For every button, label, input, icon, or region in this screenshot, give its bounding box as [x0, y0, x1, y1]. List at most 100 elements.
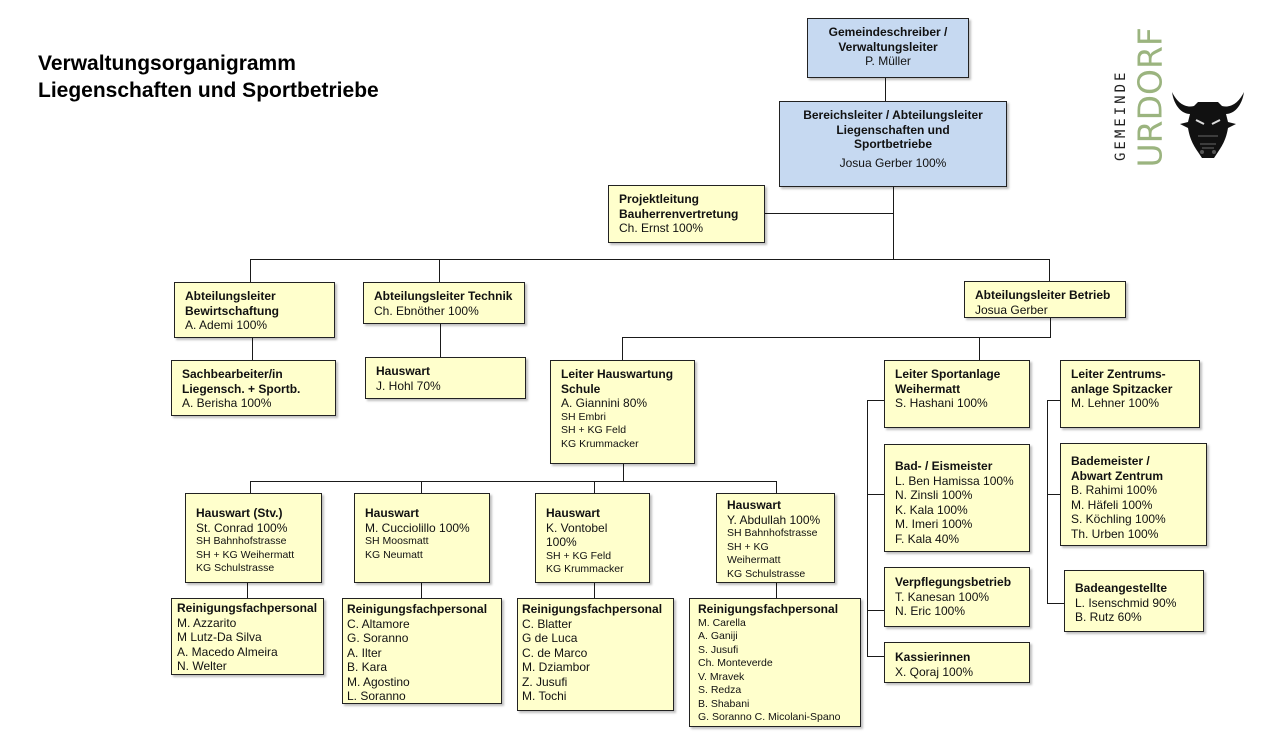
- node-member: N. Zinsli 100%: [895, 488, 973, 502]
- connector: [979, 337, 980, 360]
- node-site: KG Schulstrasse: [196, 562, 275, 574]
- connector: [247, 583, 248, 598]
- logo-word-urdorf: URDORF: [1130, 27, 1170, 168]
- node-reinigung-1[interactable]: Reinigungsfachpersonal M. Azzarito M Lut…: [171, 598, 324, 675]
- node-bad-eismeister[interactable]: Bad- / Eismeister L. Ben Hamissa 100% N.…: [884, 444, 1030, 552]
- node-leiter-hauswartung[interactable]: Leiter Hauswartung Schule A. Giannini 80…: [550, 360, 695, 464]
- connector: [764, 213, 893, 214]
- connector: [622, 337, 1050, 338]
- node-member: Th. Urben 100%: [1071, 526, 1159, 541]
- node-member: M. Azzarito: [177, 615, 237, 630]
- node-title: Hauswart: [376, 364, 431, 378]
- node-title: Leiter Hauswartung: [561, 367, 674, 381]
- node-reinigung-2[interactable]: Reinigungsfachpersonal C. Altamore G. So…: [342, 598, 502, 704]
- connector: [252, 337, 253, 361]
- node-badeangestellte[interactable]: Badeangestellte L. Isenschmid 90% B. Rut…: [1064, 570, 1204, 632]
- node-kassierinnen[interactable]: Kassierinnen X. Qoraj 100%: [884, 642, 1030, 683]
- node-hauswart-4[interactable]: Hauswart Y. Abdullah 100% SH Bahnhofstra…: [716, 493, 835, 583]
- title-line-2: Liegenschaften und Sportbetriebe: [38, 79, 379, 102]
- connector: [776, 583, 777, 598]
- node-person: S. Hashani 100%: [895, 396, 988, 410]
- node-site: KG Schulstrasse: [727, 567, 806, 580]
- connector: [440, 324, 441, 358]
- node-member: S. Köchling 100%: [1071, 512, 1166, 526]
- node-title: Badeangestellte: [1075, 581, 1168, 595]
- chart-title: Verwaltungsorganigramm Liegenschaften un…: [38, 50, 379, 104]
- node-member: B. Rutz 60%: [1075, 610, 1142, 624]
- node-technik[interactable]: Abteilungsleiter Technik Ch. Ebnöther 10…: [363, 282, 525, 324]
- node-person: Josua Gerber: [975, 302, 1048, 317]
- node-member: Ch. Monteverde: [698, 657, 773, 669]
- node-member: G. Soranno: [347, 631, 409, 645]
- node-member: V. Mravek: [698, 670, 745, 683]
- node-member: S. Jusufi: [698, 643, 739, 656]
- node-member: F. Kala 40%: [895, 531, 960, 546]
- connector: [250, 481, 776, 482]
- node-hauswart-3[interactable]: Hauswart K. Vontobel 100% SH + KG Feld K…: [535, 493, 650, 583]
- connector: [250, 481, 251, 493]
- node-member: A. Ganiji: [698, 630, 738, 642]
- node-site: SH Bahnhofstrasse: [727, 527, 818, 539]
- node-bewirtschaftung[interactable]: Abteilungsleiter Bewirtschaftung A. Adem…: [174, 282, 335, 338]
- bull-head-icon: [1172, 92, 1244, 158]
- node-title: Reinigungsfachpersonal: [698, 602, 839, 616]
- node-bereichsleiter[interactable]: Bereichsleiter / Abteilungsleiter Liegen…: [779, 101, 1007, 187]
- node-title: Hauswart (Stv.): [196, 506, 283, 520]
- node-member: C. Blatter: [522, 616, 573, 631]
- node-person: M. Cucciolillo 100%: [365, 520, 470, 535]
- node-title: Reinigungsfachpersonal: [522, 602, 663, 616]
- node-hauswart-2[interactable]: Hauswart M. Cucciolillo 100% SH Moosmatt…: [354, 493, 490, 583]
- node-member: G de Luca: [522, 631, 578, 645]
- node-title: Hauswart: [365, 506, 420, 520]
- node-sachbearbeiter[interactable]: Sachbearbeiter/in Liegensch. + Sportb. A…: [171, 360, 336, 416]
- node-member: B. Shabani: [698, 697, 750, 710]
- connector: [867, 400, 868, 656]
- node-gemeindeschreiber[interactable]: Gemeindeschreiber / Verwaltungsleiter P.…: [807, 18, 969, 78]
- node-person: A. Ademi 100%: [185, 318, 268, 332]
- node-title: Gemeindeschreiber /: [828, 25, 948, 39]
- node-zentrumsanlage[interactable]: Leiter Zentrums- anlage Spitzacker M. Le…: [1060, 360, 1200, 428]
- node-hauswart-stv[interactable]: Hauswart (Stv.) St. Conrad 100% SH Bahnh…: [185, 493, 322, 583]
- node-title: Verpflegungsbetrieb: [895, 575, 1012, 589]
- connector: [1049, 259, 1050, 282]
- node-title: Bereichsleiter / Abteilungsleiter: [803, 108, 983, 122]
- node-reinigung-4[interactable]: Reinigungsfachpersonal M. Carella A. Gan…: [689, 598, 861, 727]
- node-sportanlage[interactable]: Leiter Sportanlage Weihermatt S. Hashani…: [884, 360, 1030, 428]
- connector: [885, 78, 886, 101]
- node-person: Josua Gerber 100%: [839, 155, 947, 170]
- node-person: Ch. Ernst 100%: [619, 221, 704, 235]
- node-title: Hauswart: [546, 506, 601, 520]
- node-projektleitung[interactable]: Projektleitung Bauherrenvertretung Ch. E…: [608, 185, 765, 243]
- connector: [594, 583, 595, 598]
- connector: [1047, 603, 1064, 604]
- node-person: Ch. Ebnöther 100%: [374, 303, 479, 318]
- node-member: M. Agostino: [347, 674, 410, 689]
- node-bademeister[interactable]: Bademeister / Abwart Zentrum B. Rahimi 1…: [1060, 443, 1207, 546]
- node-title: Hauswart: [727, 498, 782, 512]
- node-title: Bauherrenvertretung: [619, 206, 739, 221]
- node-site: SH + KG Feld: [561, 424, 627, 436]
- node-title: Abteilungsleiter Technik: [374, 289, 513, 303]
- node-person: Y. Abdullah 100%: [727, 512, 821, 527]
- node-site: KG Krummacker: [546, 563, 624, 575]
- node-site: SH Moosmatt: [365, 535, 429, 547]
- connector: [867, 656, 884, 657]
- connector: [1047, 400, 1060, 401]
- node-member: L. Ben Hamissa 100%: [895, 473, 1014, 488]
- node-member: T. Kanesan 100%: [895, 589, 990, 604]
- connector: [250, 259, 1050, 260]
- node-person: K. Vontobel 100%: [546, 520, 608, 550]
- municipality-logo: GEMEINDE URDORF: [1113, 10, 1253, 168]
- connector: [439, 259, 440, 283]
- node-site: SH Embri: [561, 410, 606, 423]
- node-title: Liegenschaften und: [836, 122, 950, 137]
- node-title: Liegensch. + Sportb.: [182, 381, 301, 396]
- node-betrieb[interactable]: Abteilungsleiter Betrieb Josua Gerber: [964, 281, 1126, 318]
- node-title: Leiter Sportanlage: [895, 367, 1001, 381]
- node-member: C. Altamore: [347, 616, 410, 631]
- node-verpflegung[interactable]: Verpflegungsbetrieb T. Kanesan 100% N. E…: [884, 567, 1030, 627]
- node-member: M. Dziambor: [522, 660, 591, 674]
- node-member: N. Welter: [177, 659, 227, 673]
- node-hauswart-technik[interactable]: Hauswart J. Hohl 70%: [365, 357, 526, 399]
- node-reinigung-3[interactable]: Reinigungsfachpersonal C. Blatter G de L…: [517, 598, 674, 711]
